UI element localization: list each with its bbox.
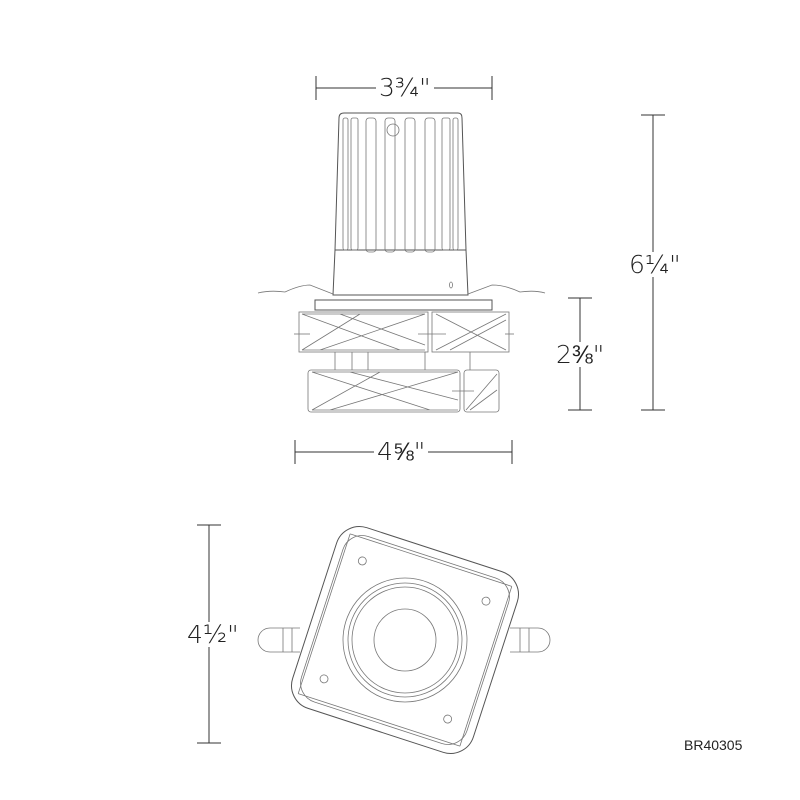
trim-height-label: 2⅜"	[553, 342, 608, 367]
bottom-width-label: 4½"	[184, 622, 242, 647]
overall-height-label: 6¼"	[626, 252, 684, 277]
side-view-fixture	[257, 112, 546, 413]
top-width-label: 3¾"	[376, 75, 434, 100]
bottom-view-fixture	[257, 526, 551, 754]
trim-width-label: 4⅝"	[374, 439, 429, 464]
model-number: BR40305	[684, 737, 743, 753]
